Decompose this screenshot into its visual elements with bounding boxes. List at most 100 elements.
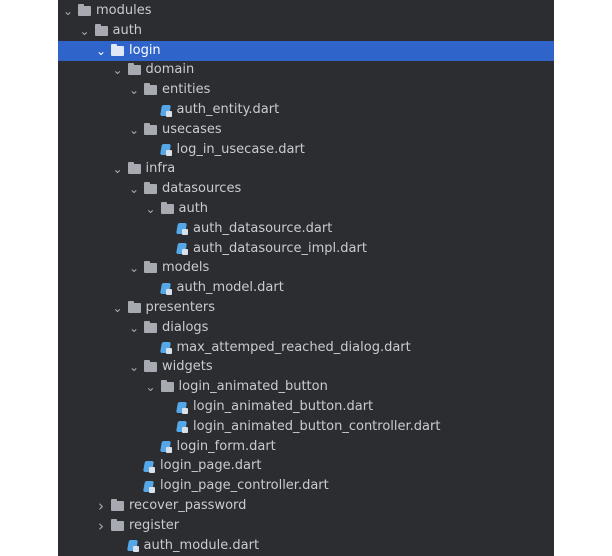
tree-folder-row[interactable]: › recover_password xyxy=(58,496,554,516)
chevron-down-icon[interactable]: ⌄ xyxy=(112,162,123,177)
tree-item-label: recover_password xyxy=(129,498,247,513)
tree-folder-row[interactable]: ⌄ login_animated_button xyxy=(58,377,554,397)
tree-item-label: domain xyxy=(145,62,195,78)
chevron-down-icon[interactable]: ⌄ xyxy=(79,23,90,38)
chevron-down-icon[interactable]: ⌄ xyxy=(145,380,156,395)
tree-folder-row[interactable]: ⌄ login xyxy=(58,40,554,61)
tree-spacer xyxy=(145,100,157,120)
tree-folder-row[interactable]: › register xyxy=(58,516,554,536)
tree-file-row[interactable]: login_animated_button.dart xyxy=(58,397,554,417)
tree-folder-row[interactable]: ⌄ widgets xyxy=(58,357,554,377)
dart-file-icon xyxy=(177,420,188,434)
dart-file-icon xyxy=(161,143,172,157)
chevron-down-icon[interactable]: ⌄ xyxy=(128,261,140,276)
tree-item-label: entities xyxy=(162,82,211,98)
tree-folder-row[interactable]: ⌄auth xyxy=(58,21,554,41)
chevron-down-icon[interactable]: ⌄ xyxy=(128,182,140,197)
tree-item-label: auth xyxy=(178,201,209,216)
tree-spacer xyxy=(145,338,157,358)
tree-file-row[interactable]: login_page.dart xyxy=(58,456,554,476)
folder-icon xyxy=(111,518,124,531)
tree-folder-row[interactable]: ⌄ models xyxy=(58,258,554,278)
tree-item-label: register xyxy=(129,517,180,533)
tree-spacer xyxy=(145,278,157,298)
dart-file-icon xyxy=(161,440,172,454)
tree-file-row[interactable]: auth_module.dart xyxy=(58,536,554,556)
tree-item-label: auth_datasource_impl.dart xyxy=(193,240,367,256)
chevron-right-icon[interactable]: › xyxy=(98,497,104,515)
folder-icon xyxy=(160,380,174,393)
tree-file-row[interactable]: login_page_controller.dart xyxy=(58,476,554,496)
tree-folder-row[interactable]: ⌄ auth xyxy=(58,199,554,219)
chevron-down-icon[interactable]: ⌄ xyxy=(62,4,74,18)
tree-folder-row[interactable]: ⌄ domain xyxy=(58,60,554,80)
tree-item-label: login xyxy=(129,42,161,58)
folder-icon xyxy=(144,182,157,195)
tree-file-row[interactable]: log_in_usecase.dart xyxy=(58,140,554,160)
folder-icon xyxy=(144,122,157,135)
tree-spacer xyxy=(145,140,157,160)
tree-file-row[interactable]: auth_model.dart xyxy=(58,278,554,298)
folder-icon xyxy=(111,43,124,56)
dart-file-icon xyxy=(161,341,172,355)
tree-item-label: usecases xyxy=(162,121,222,137)
tree-file-row[interactable]: max_attemped_reached_dialog.dart xyxy=(58,338,554,358)
tree-file-row[interactable]: login_animated_button_controller.dart xyxy=(58,417,554,437)
tree-folder-row[interactable]: ⌄ dialogs xyxy=(58,318,554,338)
chevron-down-icon[interactable]: ⌄ xyxy=(112,301,123,315)
tree-item-label: auth_datasource.dart xyxy=(193,220,333,236)
tree-item-label: login_animated_button_controller.dart xyxy=(193,418,441,434)
tree-item-label: widgets xyxy=(162,359,213,375)
folder-icon xyxy=(144,360,157,373)
tree-item-label: auth_module.dart xyxy=(143,537,260,553)
tree-file-row[interactable]: auth_datasource_impl.dart xyxy=(58,239,554,259)
tree-item-label: max_attemped_reached_dialog.dart xyxy=(176,339,411,355)
tree-file-row[interactable]: auth_datasource.dart xyxy=(58,219,554,239)
folder-icon xyxy=(78,4,91,16)
chevron-down-icon[interactable]: ⌄ xyxy=(145,202,156,216)
tree-item-label: log_in_usecase.dart xyxy=(176,141,305,157)
folder-icon xyxy=(111,499,124,511)
folder-icon xyxy=(160,202,174,214)
chevron-down-icon[interactable]: ⌄ xyxy=(128,360,140,375)
chevron-down-icon[interactable]: ⌄ xyxy=(128,122,140,137)
tree-item-label: auth_entity.dart xyxy=(176,102,280,117)
tree-spacer xyxy=(145,437,157,457)
tree-item-label: infra xyxy=(145,161,176,177)
chevron-down-icon[interactable]: ⌄ xyxy=(112,63,123,78)
tree-spacer xyxy=(128,456,140,476)
dart-file-icon xyxy=(144,460,155,473)
tree-folder-row[interactable]: ⌄ datasources xyxy=(58,179,554,199)
tree-folder-row[interactable]: ⌄ entities xyxy=(58,80,554,100)
dart-file-icon xyxy=(128,539,139,553)
tree-file-row[interactable]: auth_entity.dart xyxy=(58,100,554,120)
tree-folder-row[interactable]: ⌄modules xyxy=(58,1,554,21)
tree-spacer xyxy=(161,397,173,417)
dart-file-icon xyxy=(161,282,172,295)
tree-folder-row[interactable]: ⌄ presenters xyxy=(58,298,554,318)
tree-file-row[interactable]: login_form.dart xyxy=(58,437,554,457)
dart-file-icon xyxy=(177,242,188,256)
dart-file-icon xyxy=(177,401,188,414)
dart-file-icon xyxy=(177,222,188,236)
tree-item-label: login_page_controller.dart xyxy=(160,478,329,494)
folder-icon xyxy=(127,301,141,313)
tree-item-label: presenters xyxy=(145,300,216,315)
chevron-down-icon[interactable]: ⌄ xyxy=(128,320,140,335)
tree-item-label: login_page.dart xyxy=(160,458,262,474)
folder-icon xyxy=(94,23,108,36)
tree-item-label: datasources xyxy=(162,181,242,197)
tree-spacer xyxy=(112,536,124,556)
tree-item-label: login_form.dart xyxy=(176,438,276,454)
tree-item-label: dialogs xyxy=(162,319,209,335)
tree-item-label: models xyxy=(162,260,210,276)
tree-folder-row[interactable]: ⌄ usecases xyxy=(58,120,554,140)
dart-file-icon xyxy=(144,480,155,493)
tree-folder-row[interactable]: ⌄ infra xyxy=(58,159,554,179)
tree-spacer xyxy=(161,239,173,259)
chevron-down-icon[interactable]: ⌄ xyxy=(95,43,107,58)
chevron-down-icon[interactable]: ⌄ xyxy=(128,83,140,98)
tree-item-label: login_animated_button xyxy=(178,379,328,395)
chevron-right-icon[interactable]: › xyxy=(98,516,104,535)
